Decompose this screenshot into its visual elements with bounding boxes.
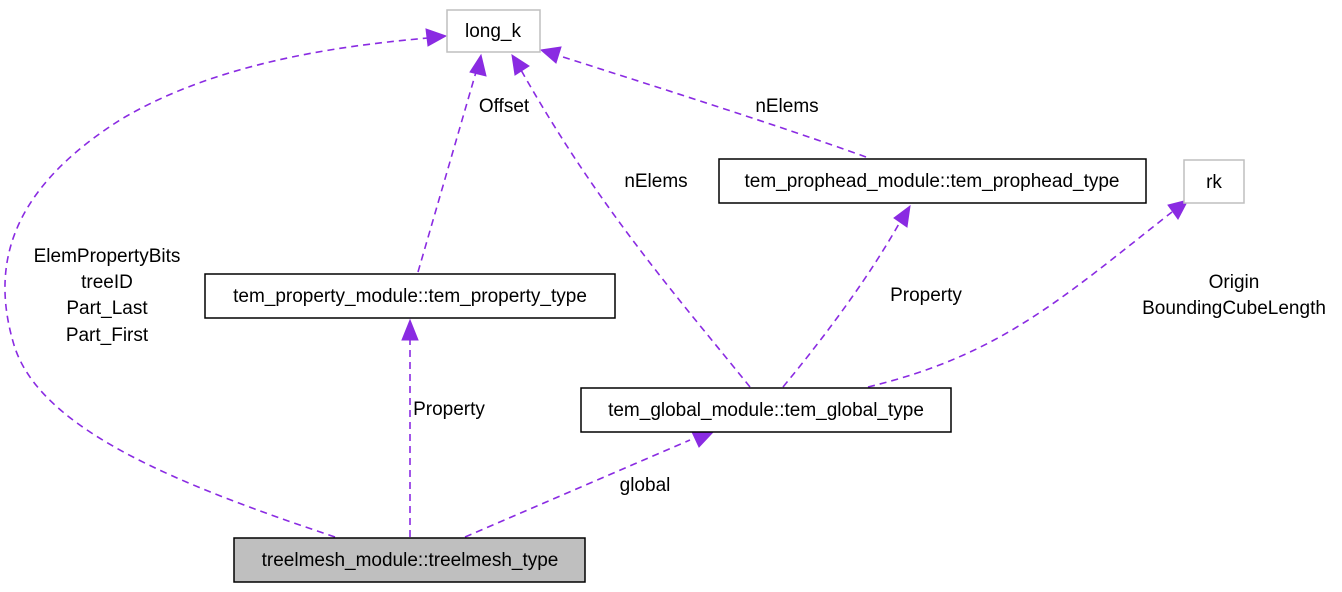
- edge-label-global-nelems: nElems: [624, 171, 687, 192]
- node-property[interactable]: tem_property_module::tem_property_type: [204, 273, 616, 319]
- edge-prophead-to-long-k: [539, 46, 867, 158]
- edge-label-bounding-cube-length: BoundingCubeLength: [1142, 298, 1326, 319]
- edge-treelmesh-to-property: [401, 318, 419, 537]
- edge-label-offset: Offset: [479, 96, 530, 117]
- node-treelmesh[interactable]: treelmesh_module::treelmesh_type: [233, 537, 586, 583]
- edge-label-global-to-rk: Origin BoundingCubeLength: [1142, 272, 1326, 319]
- edge-treelmesh-to-long-k: [4, 28, 448, 538]
- edge-label-part-first: Part_First: [66, 325, 149, 346]
- edge-global-to-long-k: [511, 53, 751, 388]
- edge-label-treelmesh-property: Property: [413, 399, 485, 420]
- node-rk[interactable]: rk: [1183, 159, 1245, 204]
- edge-label-elem-property-bits: ElemPropertyBits: [34, 246, 181, 267]
- node-rk-label: rk: [1206, 172, 1222, 193]
- edge-property-to-long-k: [417, 53, 487, 273]
- node-global[interactable]: tem_global_module::tem_global_type: [580, 387, 952, 433]
- edge-global-to-prophead: [782, 204, 911, 388]
- edge-label-part-last: Part_Last: [66, 298, 148, 319]
- edge-label-global: global: [620, 475, 671, 496]
- node-prophead-label: tem_prophead_module::tem_prophead_type: [745, 171, 1120, 192]
- edge-label-treelmesh-to-long-k: ElemPropertyBits treeID Part_Last Part_F…: [34, 246, 181, 346]
- node-prophead[interactable]: tem_prophead_module::tem_prophead_type: [718, 158, 1147, 204]
- edge-global-to-rk: [867, 199, 1189, 388]
- node-long-k-label: long_k: [465, 21, 521, 42]
- node-treelmesh-label: treelmesh_module::treelmesh_type: [262, 550, 559, 571]
- edge-label-global-property: Property: [890, 285, 962, 306]
- node-property-label: tem_property_module::tem_property_type: [233, 286, 587, 307]
- node-long-k[interactable]: long_k: [446, 9, 541, 53]
- edge-label-prophead-nelems: nElems: [755, 96, 818, 117]
- edge-label-tree-id: treeID: [81, 272, 133, 293]
- node-global-label: tem_global_module::tem_global_type: [608, 400, 924, 421]
- edge-label-origin: Origin: [1209, 272, 1260, 293]
- edge-treelmesh-to-global: [464, 430, 716, 538]
